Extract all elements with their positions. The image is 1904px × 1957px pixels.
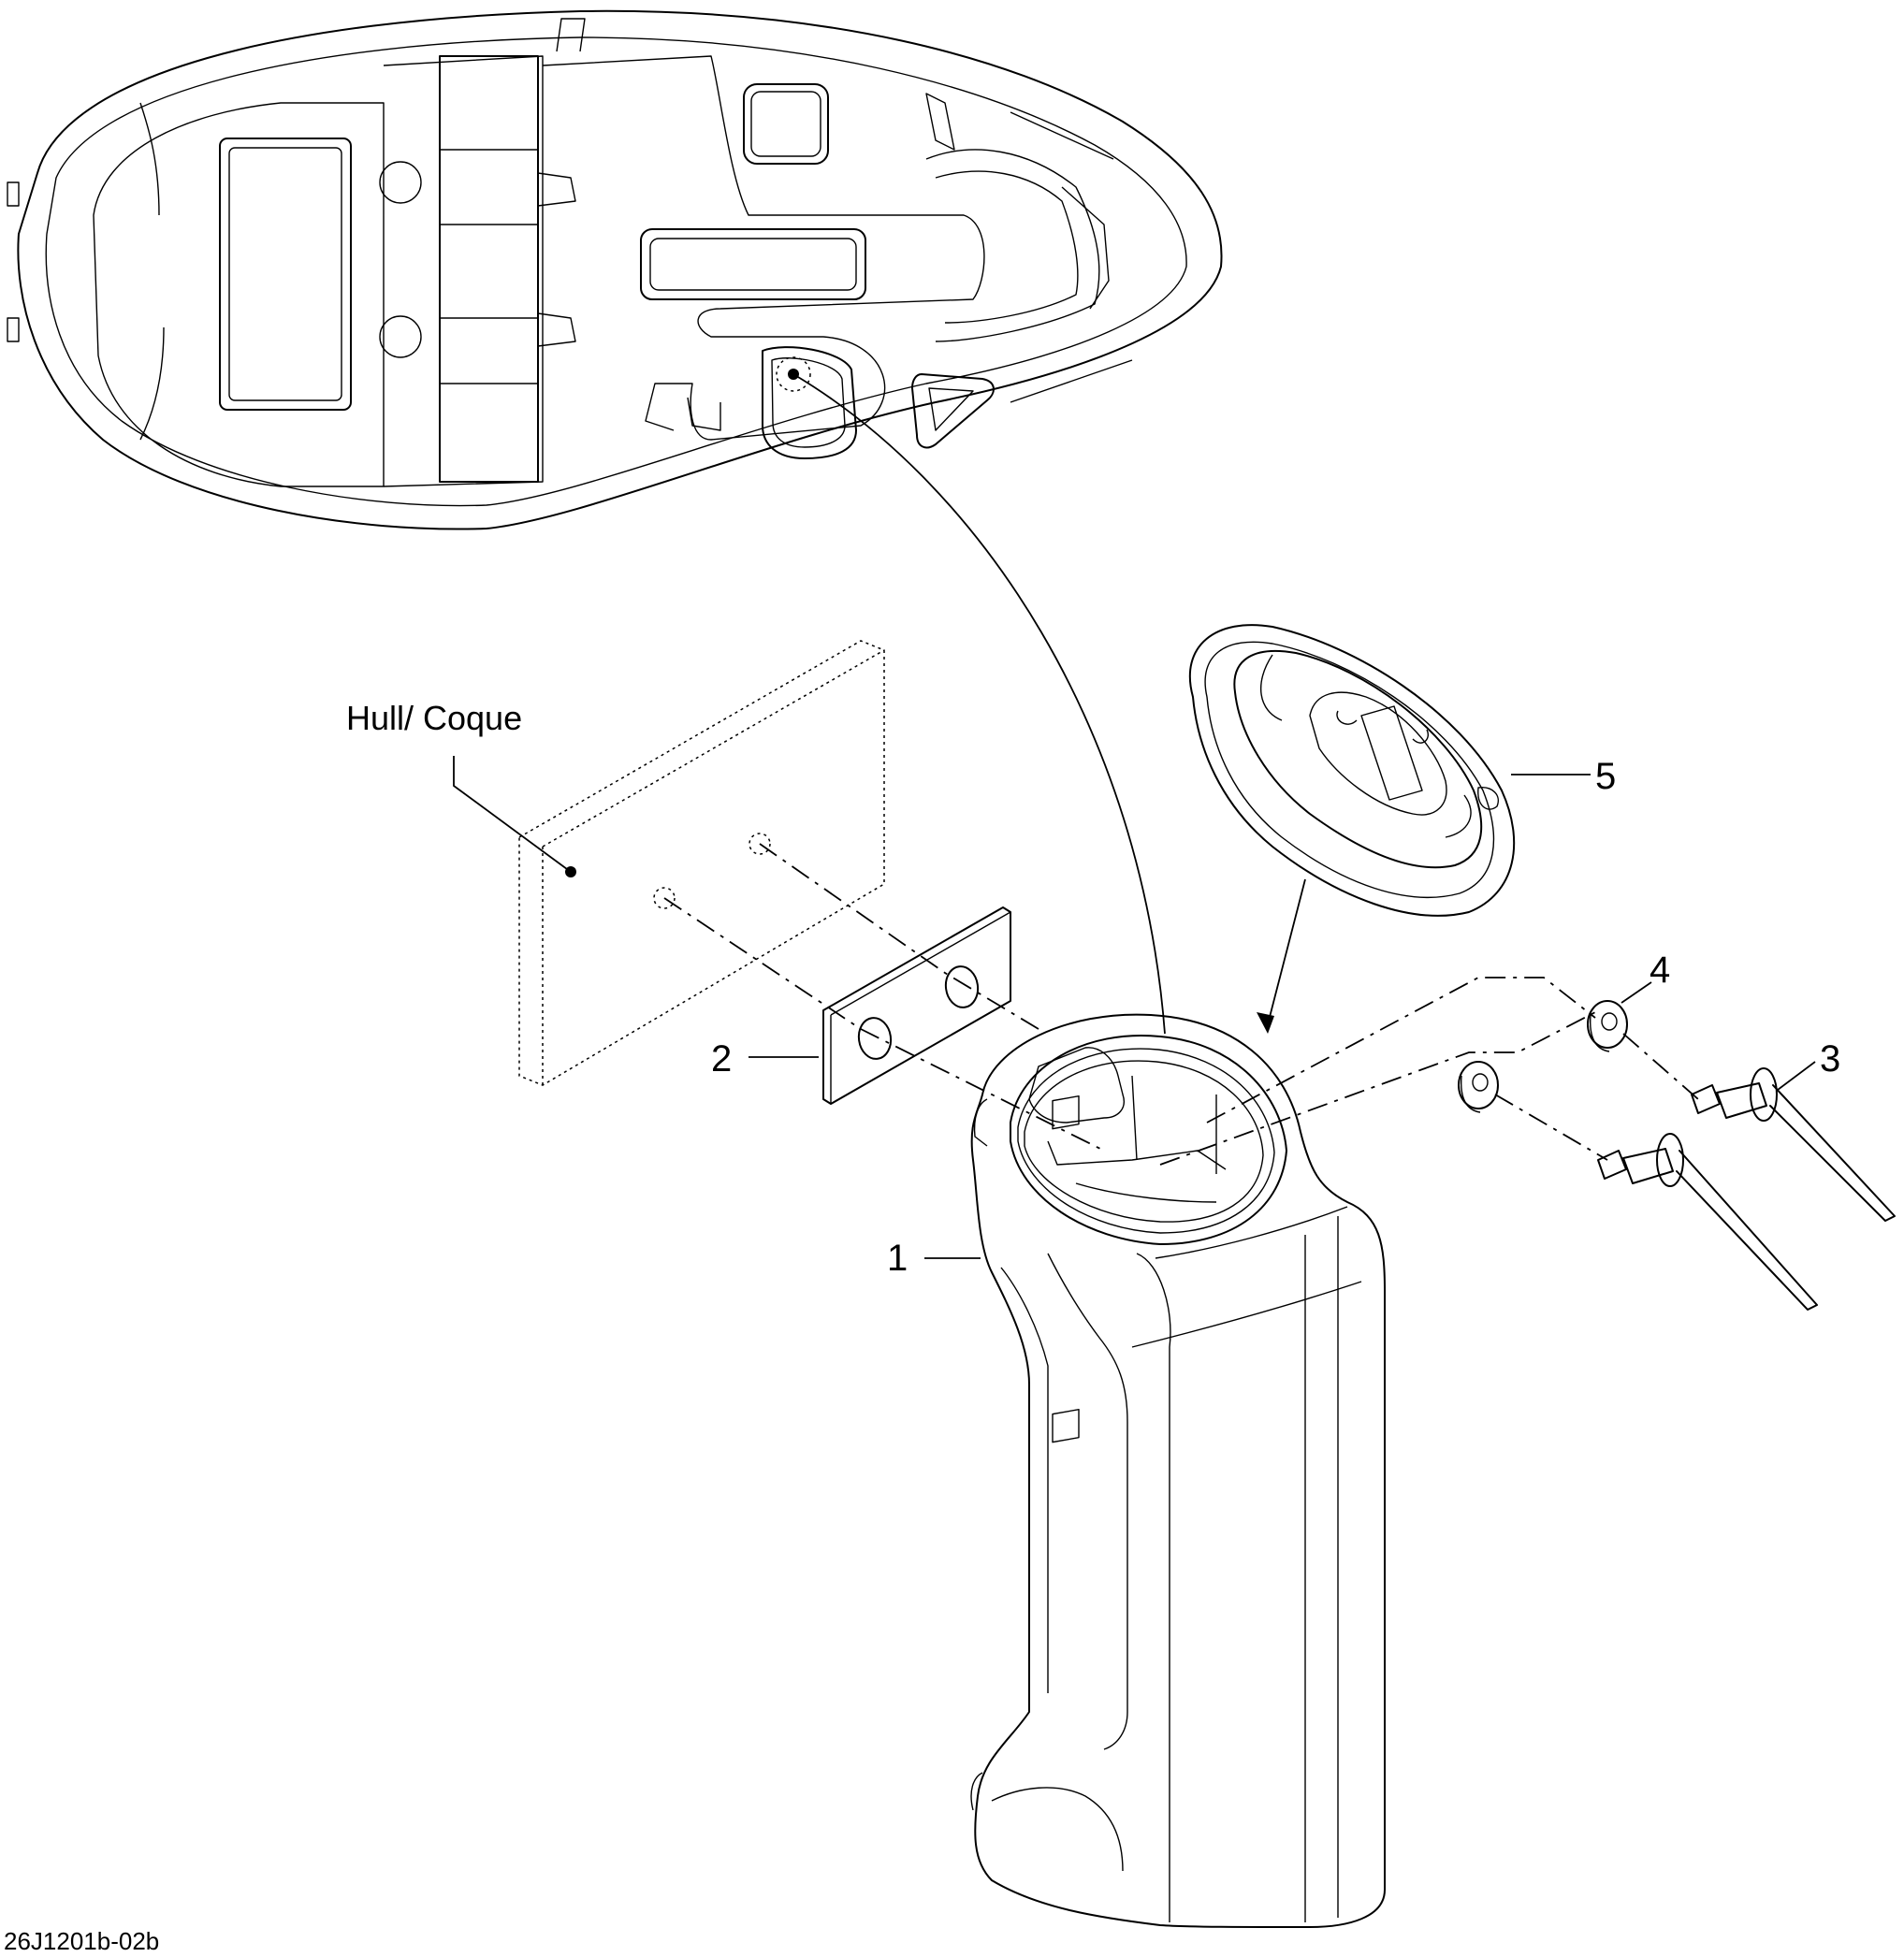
reference-code: 26J1201b-02b	[4, 1927, 159, 1955]
callout-2: 2	[711, 1038, 732, 1080]
callout-5: 5	[1595, 756, 1616, 797]
part-2-plate	[749, 906, 1011, 1105]
callout-1: 1	[887, 1238, 908, 1279]
watercraft-top-view	[7, 9, 1223, 530]
part-5-cap	[1188, 624, 1591, 917]
callout-3: 3	[1820, 1038, 1840, 1080]
part-1-filler-neck	[924, 1013, 1386, 1928]
hull-label: Hull/ Coque	[346, 699, 522, 737]
hull-panel	[453, 640, 885, 1086]
part-4-washers	[1458, 981, 1652, 1113]
callout-4: 4	[1650, 950, 1670, 991]
location-marker	[776, 356, 1166, 1035]
part-3-rivets	[1597, 1061, 1896, 1311]
